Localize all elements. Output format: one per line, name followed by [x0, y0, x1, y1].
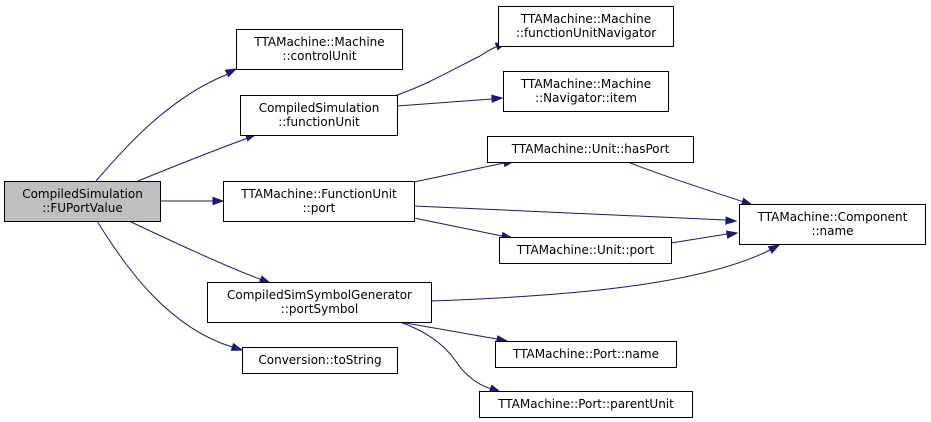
arrowhead-icon [491, 94, 504, 103]
node-label-line: ::functionUnit [278, 115, 360, 129]
edge-unit-port-to-component-name [670, 230, 739, 244]
node-label-line: ::controlUnit [282, 49, 356, 63]
node-control-unit[interactable]: TTAMachine::Machine::controlUnit [236, 29, 403, 70]
edge-line [670, 233, 728, 244]
node-label-line: ::portSymbol [281, 302, 358, 316]
edge-port-symbol-to-parent-unit [399, 321, 502, 393]
node-label-line: Conversion::toString [258, 353, 381, 367]
node-box [498, 6, 674, 47]
node-box [499, 237, 672, 264]
edge-line [396, 45, 499, 96]
node-box [236, 29, 403, 70]
node-box [487, 136, 694, 163]
node-function-unit[interactable]: CompiledSimulation::functionUnit [240, 95, 398, 136]
edge-root-to-function-unit [137, 133, 258, 182]
edge-has-port-to-component-name [627, 161, 754, 206]
node-fu-port[interactable]: TTAMachine::FunctionUnit::port [223, 181, 415, 222]
edge-function-unit-to-fu-navigator [396, 42, 508, 96]
edge-line [396, 98, 493, 107]
node-to-string[interactable]: Conversion::toString [242, 347, 398, 374]
node-has-port[interactable]: TTAMachine::Unit::hasPort [487, 136, 694, 163]
edge-port-symbol-to-component-name [430, 244, 781, 302]
node-label-line: TTAMachine::Unit::hasPort [511, 142, 670, 156]
node-label-line: TTAMachine::Component [757, 210, 908, 224]
node-label-line: ::Navigator::item [535, 91, 637, 105]
edge-line [137, 137, 249, 182]
edge-line [430, 249, 771, 302]
node-box [207, 282, 432, 323]
node-label-line: TTAMachine::Unit::port [516, 243, 654, 257]
arrowhead-icon [258, 275, 272, 284]
arrowhead-icon [767, 244, 781, 254]
edge-line [96, 220, 233, 348]
node-port-name[interactable]: TTAMachine::Port::name [495, 341, 677, 368]
node-label-line: TTAMachine::Port::name [512, 347, 659, 361]
node-box [495, 341, 677, 368]
node-label-line: ::functionUnitNavigator [516, 26, 656, 40]
edge-line [128, 220, 263, 281]
node-label-line: TTAMachine::Machine [253, 35, 384, 49]
arrowhead-icon [725, 230, 739, 239]
node-fu-navigator[interactable]: TTAMachine::Machine::functionUnitNavigat… [498, 6, 674, 47]
nodes-layer: CompiledSimulation::FUPortValueTTAMachin… [4, 6, 926, 418]
node-label-line: ::name [811, 224, 853, 238]
arrowhead-icon [212, 196, 225, 206]
edge-line [413, 205, 727, 221]
node-label-line: CompiledSimulation [259, 101, 380, 115]
node-box [479, 391, 693, 418]
arrowhead-icon [725, 216, 738, 225]
node-box [503, 71, 669, 112]
node-label-line: ::port [303, 201, 336, 215]
node-label-line: CompiledSimSymbolGenerator [227, 288, 412, 302]
edge-root-to-control-unit [95, 68, 238, 182]
node-label-line: ::FUPortValue [42, 201, 123, 215]
node-label-line: CompiledSimulation [22, 187, 143, 201]
edge-port-symbol-to-port-name [399, 321, 509, 344]
edge-line [627, 161, 745, 203]
edges-layer [95, 42, 781, 393]
node-box [739, 204, 926, 245]
node-parent-unit[interactable]: TTAMachine::Port::parentUnit [479, 391, 693, 418]
arrowhead-icon [230, 342, 244, 351]
node-box [223, 181, 415, 222]
node-root[interactable]: CompiledSimulation::FUPortValue [4, 181, 161, 222]
edge-root-to-to-string [96, 220, 244, 351]
edge-line [399, 321, 498, 340]
node-unit-port[interactable]: TTAMachine::Unit::port [499, 237, 672, 264]
node-box [242, 347, 398, 374]
edge-line [399, 321, 493, 390]
edge-fu-port-to-component-name [413, 205, 738, 225]
edge-function-unit-to-navigator-item [396, 94, 504, 107]
node-label-line: TTAMachine::Machine [520, 12, 651, 26]
node-port-symbol[interactable]: CompiledSimSymbolGenerator::portSymbol [207, 282, 432, 323]
node-label-line: TTAMachine::Port::parentUnit [497, 397, 674, 411]
node-navigator-item[interactable]: TTAMachine::Machine::Navigator::item [503, 71, 669, 112]
edge-root-to-fu-port [160, 196, 225, 206]
edge-line [95, 73, 229, 182]
edge-fu-port-to-unit-port [413, 217, 514, 241]
edge-root-to-port-symbol [128, 220, 272, 284]
node-component-name[interactable]: TTAMachine::Component::name [739, 204, 926, 245]
edge-line [413, 217, 503, 237]
edge-line [413, 162, 505, 183]
arrowhead-icon [224, 68, 238, 78]
node-label-line: TTAMachine::Machine [520, 77, 651, 91]
node-label-line: TTAMachine::FunctionUnit [240, 187, 397, 201]
arrowhead-icon [488, 384, 502, 393]
node-box [4, 181, 161, 222]
node-box [240, 95, 398, 136]
